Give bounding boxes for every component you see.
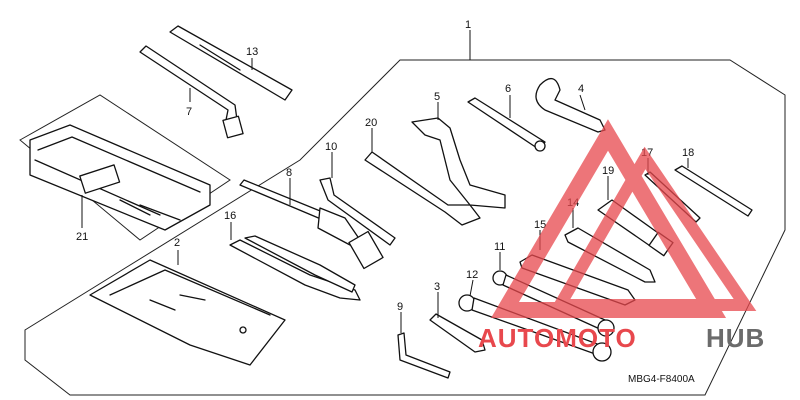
callout-11: 11 bbox=[494, 241, 505, 253]
tool-bag-frame bbox=[19, 94, 231, 241]
callout-1: 1 bbox=[465, 19, 471, 31]
extension-rod-6 bbox=[467, 97, 546, 152]
flat-wrench-20 bbox=[364, 151, 481, 226]
watermark-text-hub: HUB bbox=[706, 323, 765, 353]
hex-key-10 bbox=[319, 177, 396, 246]
watermark-triangle-inner bbox=[549, 146, 757, 311]
pin-spanner-5 bbox=[411, 117, 506, 209]
screwdriver-18 bbox=[674, 165, 753, 217]
callout-13: 13 bbox=[246, 46, 258, 58]
callout-10: 10 bbox=[325, 141, 337, 153]
tool-bag-pouch bbox=[89, 259, 286, 366]
callout-15: 15 bbox=[534, 219, 546, 231]
tool-roll-bag bbox=[29, 124, 211, 231]
flat-bar-3 bbox=[429, 313, 486, 353]
hex-key-9 bbox=[397, 332, 451, 379]
callout-20: 20 bbox=[365, 117, 377, 129]
socket-wrench-8 bbox=[239, 179, 384, 270]
callout-18: 18 bbox=[682, 147, 694, 159]
pliers-16 bbox=[229, 235, 361, 301]
callout-8: 8 bbox=[286, 167, 292, 179]
extension-bar bbox=[169, 25, 293, 101]
callout-6: 6 bbox=[505, 83, 511, 95]
callout-4: 4 bbox=[578, 83, 584, 95]
callout-19: 19 bbox=[602, 165, 614, 177]
callout-16: 16 bbox=[224, 210, 236, 222]
plug-wrench bbox=[139, 45, 244, 139]
callout-2: 2 bbox=[174, 237, 180, 249]
hook-spanner-4 bbox=[535, 78, 606, 133]
callout-12: 12 bbox=[466, 269, 478, 281]
callout-7: 7 bbox=[186, 106, 192, 118]
callout-3: 3 bbox=[434, 281, 440, 293]
callout-21: 21 bbox=[76, 231, 88, 243]
diagram-reference-code: MBG4-F8400A bbox=[628, 374, 695, 385]
open-spanner-14 bbox=[564, 227, 656, 283]
callout-9: 9 bbox=[397, 301, 403, 313]
watermark-text-automoto: AUTOMOTO bbox=[478, 323, 637, 353]
watermark-logo bbox=[491, 119, 757, 318]
callout-5: 5 bbox=[434, 91, 440, 103]
toolkit-frame bbox=[24, 59, 786, 396]
